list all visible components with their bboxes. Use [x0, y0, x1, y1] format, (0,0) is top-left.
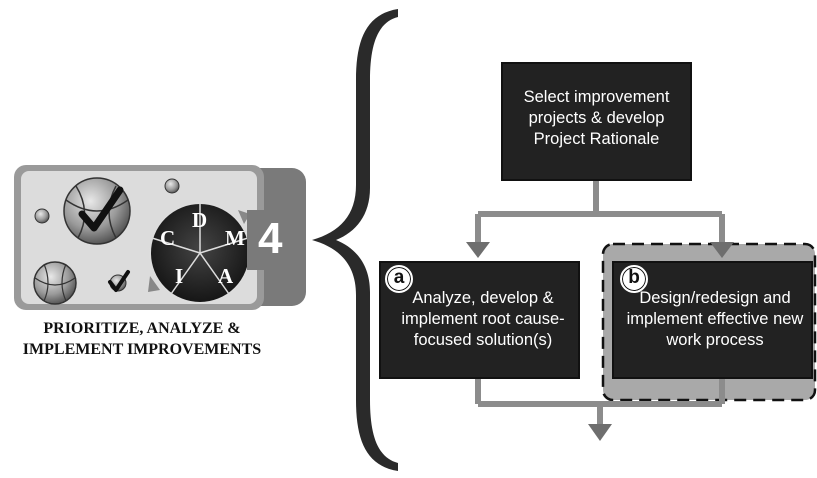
- box-b-text: Design/redesign and implement effective …: [626, 289, 804, 349]
- logo-caption: PRIORITIZE, ANALYZE & IMPLEMENT IMPROVEM…: [22, 320, 262, 358]
- small-basketball-icon: [33, 261, 77, 305]
- badge-b: b: [620, 265, 648, 293]
- badge-a: a: [385, 265, 413, 293]
- dmaic-letter-a: A: [218, 264, 234, 288]
- step-number: 4: [258, 214, 283, 263]
- arrow-down-icon: [710, 242, 734, 258]
- tiny-ball-icon: [164, 178, 180, 194]
- box-a-text: Analyze, develop & implement root cause-…: [401, 289, 565, 349]
- arrow-down-icon: [588, 424, 612, 441]
- arrowheads: [466, 242, 734, 441]
- dmaic-letter-c: C: [160, 226, 176, 250]
- basketball-check-icon: [63, 177, 131, 245]
- small-check-icon: [108, 270, 130, 292]
- connectors: [475, 180, 725, 428]
- dmaic-letter-m: M: [225, 226, 245, 250]
- dmaic-letter-d: D: [192, 208, 208, 232]
- arrow-down-icon: [466, 242, 490, 258]
- top-box-text: Select improvement projects & develop Pr…: [523, 88, 670, 148]
- box-a: [379, 261, 580, 379]
- tiny-ball-icon: [34, 208, 50, 224]
- curly-brace: [312, 9, 398, 471]
- step-number-bg: [247, 210, 295, 270]
- dmaic-logo: [14, 165, 306, 310]
- top-box: [501, 62, 692, 181]
- dmaic-letter-i: I: [175, 264, 184, 288]
- cycle-arrow-icon: [148, 276, 160, 292]
